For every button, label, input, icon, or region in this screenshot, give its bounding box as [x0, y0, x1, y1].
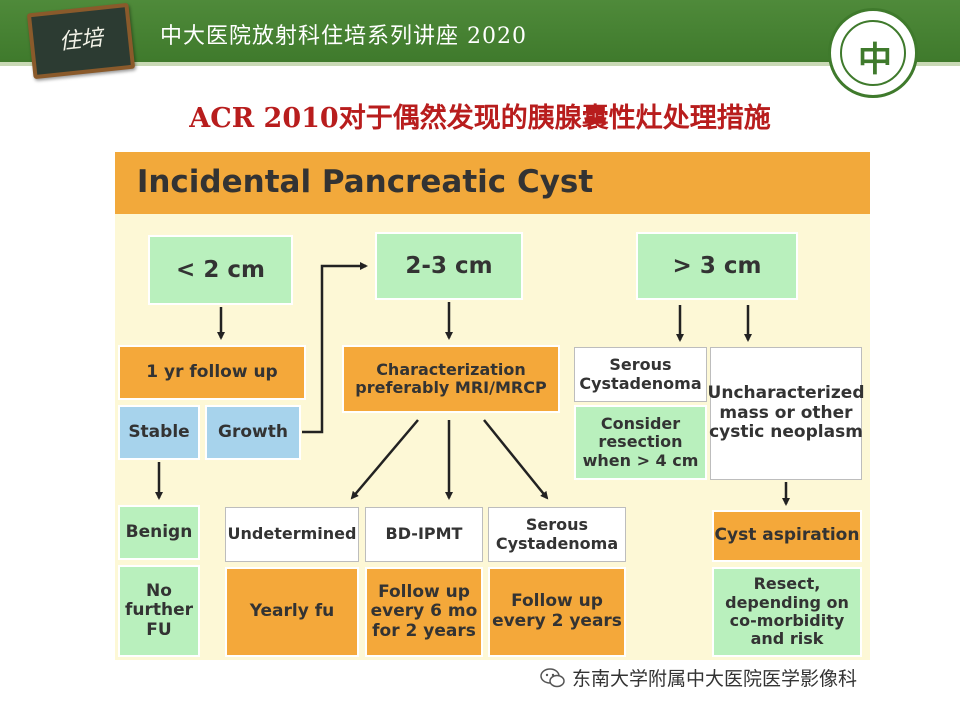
- size-gt3-box: > 3 cm: [636, 232, 798, 300]
- cyst-aspiration-box: Cyst aspiration: [712, 510, 862, 562]
- hospital-logo-ring: 中: [840, 20, 906, 86]
- hospital-logo: 中: [828, 8, 918, 98]
- follow-up-1yr-box: 1 yr follow up: [118, 345, 306, 400]
- resect-box: Resect, depending on co-morbidity and ri…: [712, 567, 862, 657]
- benign-box: Benign: [118, 505, 200, 560]
- diagram-title: Incidental Pancreatic Cyst: [136, 164, 594, 200]
- size-lt2-box: < 2 cm: [148, 235, 293, 305]
- follow-up-6mo-box: Follow up every 6 mo for 2 years: [365, 567, 483, 657]
- growth-box: Growth: [205, 405, 301, 460]
- arrow-char-to-undetermined: [350, 419, 419, 500]
- wechat-icon: [540, 667, 566, 689]
- arrow-growth-to-2to3: [302, 262, 368, 434]
- stable-box: Stable: [118, 405, 200, 460]
- yearly-fu-box: Yearly fu: [225, 567, 359, 657]
- consider-resection-box: Consider resection when > 4 cm: [574, 405, 707, 480]
- header-band: [0, 0, 960, 62]
- hospital-logo-mark: 中: [858, 40, 892, 80]
- series-title: 中大医院放射科住培系列讲座 2020: [160, 24, 527, 49]
- undetermined-box: Undetermined: [225, 507, 359, 562]
- serous-cystadenoma-mid-box: Serous Cystadenoma: [488, 507, 626, 562]
- watermark: 东南大学附属中大医院医学影像科: [540, 664, 857, 691]
- watermark-text: 东南大学附属中大医院医学影像科: [572, 668, 858, 690]
- arrow-char-to-serous: [483, 419, 549, 500]
- diagram-header-band: [115, 152, 870, 214]
- bd-ipmt-box: BD-IPMT: [365, 507, 483, 562]
- serous-cystadenoma-right-box: Serous Cystadenoma: [574, 347, 707, 402]
- no-further-fu-box: No further FU: [118, 565, 200, 657]
- characterization-box: Characterization preferably MRI/MRCP: [342, 345, 560, 413]
- uncharacterized-box: Uncharacterized mass or other cystic neo…: [708, 347, 864, 480]
- follow-up-2yr-box: Follow up every 2 years: [488, 567, 626, 657]
- size-2to3-box: 2-3 cm: [375, 232, 523, 300]
- header-stripe: [0, 62, 960, 66]
- slide-title: ACR 2010对于偶然发现的胰腺囊性灶处理措施: [189, 103, 771, 134]
